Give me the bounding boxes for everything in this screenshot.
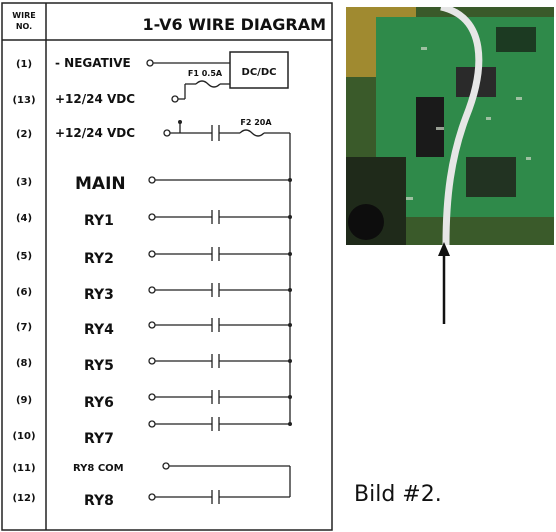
label-ry5: RY5 xyxy=(84,358,114,374)
wire-no-6: (6) xyxy=(16,287,32,298)
label-ry2: RY2 xyxy=(84,251,114,267)
arrow-up-icon xyxy=(438,242,450,324)
label-ry4: RY4 xyxy=(84,322,114,338)
circuit-board-photo xyxy=(346,7,554,245)
label-ry6: RY6 xyxy=(84,395,114,411)
dcdc-label: DC/DC xyxy=(242,67,277,78)
diagram-title: 1-V6 WIRE DIAGRAM xyxy=(143,15,327,34)
label-ry3: RY3 xyxy=(84,287,114,303)
label-negative: - NEGATIVE xyxy=(55,56,131,70)
caption: Bild #2. xyxy=(354,482,442,507)
junction-dots xyxy=(178,120,292,426)
label-ry7: RY7 xyxy=(84,431,114,447)
label-ry8-com: RY8 COM xyxy=(73,463,124,474)
label-ry1: RY1 xyxy=(84,213,114,229)
wire-no-10: (10) xyxy=(12,431,35,442)
fuse1-label: F1 0.5A xyxy=(188,69,223,78)
label-vdc-13: +12/24 VDC xyxy=(55,92,135,106)
wire-no-13: (13) xyxy=(12,95,35,106)
fuse2-label: F2 20A xyxy=(240,118,272,127)
wire-no-5: (5) xyxy=(16,251,32,262)
wire-no-header-line2: NO. xyxy=(16,22,32,31)
label-vdc-2: +12/24 VDC xyxy=(55,126,135,140)
wire-no-8: (8) xyxy=(16,358,32,369)
wire-no-9: (9) xyxy=(16,395,32,406)
wire-no-1: (1) xyxy=(16,59,32,70)
dcdc-box xyxy=(229,51,289,89)
wire-no-2: (2) xyxy=(16,129,32,140)
wire-no-7: (7) xyxy=(16,322,32,333)
wire-no-12: (12) xyxy=(12,493,35,504)
wiring xyxy=(146,59,291,504)
wire-no-3: (3) xyxy=(16,177,32,188)
diagram-frame xyxy=(1,2,333,531)
wire-no-header-line1: WIRE xyxy=(12,11,35,20)
label-main: MAIN xyxy=(75,174,126,194)
wire-no-11: (11) xyxy=(12,463,35,474)
wire-diagram: WIRE NO. 1-V6 WIRE DIAGRAM DC/DC F1 0.5A… xyxy=(1,2,333,531)
label-ry8: RY8 xyxy=(84,493,114,509)
wire-no-4: (4) xyxy=(16,213,32,224)
